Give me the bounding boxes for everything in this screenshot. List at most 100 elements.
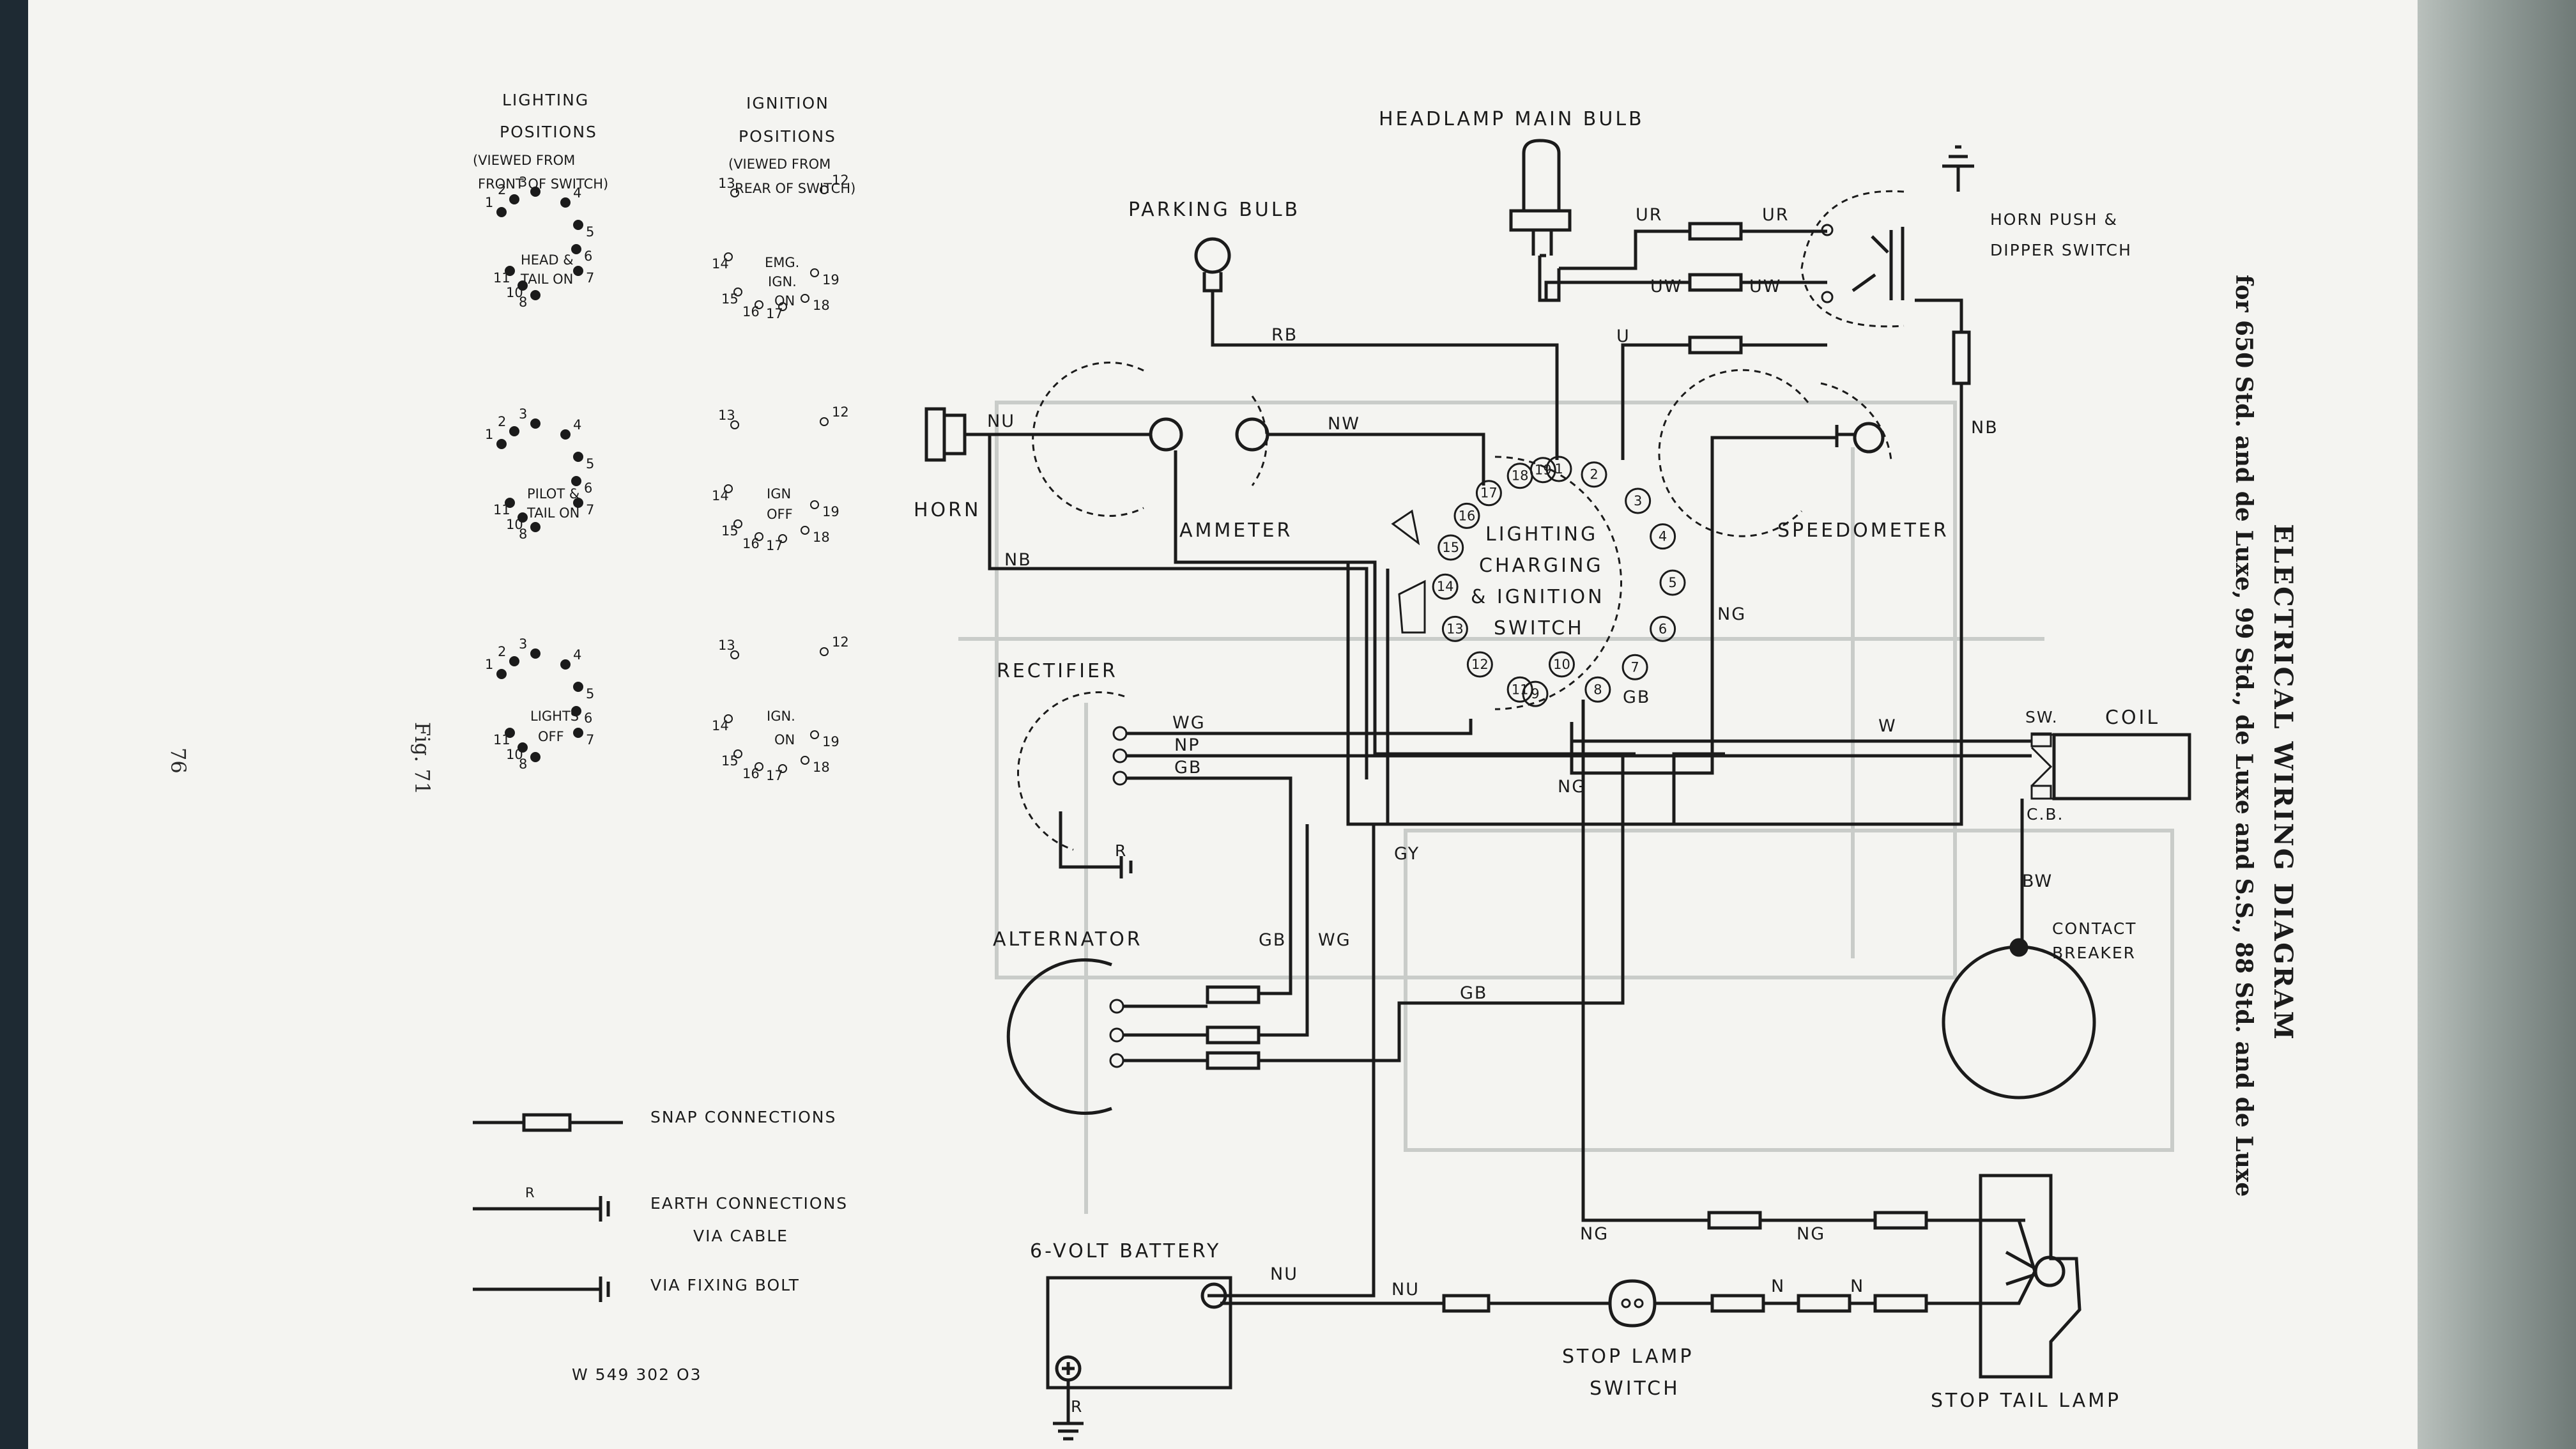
rectifier: RECTIFIER R [997, 660, 1133, 878]
ignition-position-pin-number: 19 [822, 272, 839, 288]
lighting-position-pin-number: 5 [586, 224, 594, 240]
wire-labels: UR UR UW UW U RB NU NW NB NB NG GB NG W … [987, 205, 2051, 1300]
wire-label-nw: NW [1328, 414, 1360, 434]
ignition-position-pin-number: 18 [813, 530, 830, 545]
switch-label-3: & IGNITION [1471, 586, 1605, 608]
lighting-position-pin-number: 11 [493, 502, 510, 518]
lighting-position-pin-number: 10 [506, 747, 523, 762]
lighting-position-pin-number: 2 [498, 414, 506, 429]
wire-label-wg-alt: WG [1318, 930, 1351, 950]
lighting-position-contact [573, 728, 583, 738]
ignition-position-pin-number: 12 [832, 404, 849, 420]
diagram-subtitle: for 650 Std. and de Luxe, 99 Std., de Lu… [2230, 275, 2257, 1197]
wire-label-gb-rect: GB [1174, 758, 1202, 778]
lighting-position-contact [509, 656, 519, 666]
lighting-position-contact [571, 476, 581, 486]
lighting-position-contact [496, 439, 507, 449]
wire-label-u: U [1616, 326, 1630, 346]
battery-label: 6-VOLT BATTERY [1030, 1240, 1221, 1262]
figure-label-block: Fig. 71 [410, 722, 434, 795]
horn-push-dipper-switch: HORN PUSH & DIPPER SWITCH [1800, 145, 2131, 328]
switch-pin-number: 18 [1512, 468, 1529, 484]
wiring [965, 229, 2037, 1305]
ignition-position-pin-number: 17 [766, 538, 783, 553]
ignition-position-pin-number: 17 [766, 306, 783, 321]
wire-label-gb-alt1: GB [1259, 930, 1286, 950]
ignition-position-pin-number: 15 [721, 753, 739, 769]
light-state-off: OFF [538, 729, 564, 744]
switch-pin-circle [1466, 651, 1493, 678]
page-number: 76 [166, 747, 190, 774]
switch-pin-circle [1432, 573, 1459, 600]
switch-pin-number: 13 [1446, 621, 1464, 636]
switch-pin-number: 15 [1442, 540, 1459, 555]
lighting-position-contact [571, 706, 581, 716]
wire-label-w-coil: W [1878, 716, 1897, 736]
ignition-position-pin-number: 17 [766, 768, 783, 783]
lighting-position-pin-number: 11 [493, 270, 510, 286]
ignition-position-contact [724, 714, 733, 723]
switch-pin-number: 10 [1553, 657, 1570, 672]
lighting-position-contact [505, 728, 515, 738]
ignition-position-contact [820, 417, 829, 426]
lighting-position-contact [560, 197, 571, 208]
coil-sw-label: SW. [2025, 708, 2058, 726]
ignition-position-contact [801, 526, 809, 535]
ignition-position-contact [730, 188, 739, 197]
lighting-position-pin-number: 11 [493, 732, 510, 747]
legend-snap: SNAP CONNECTIONS [650, 1108, 836, 1126]
stop-lamp-switch-label-2: SWITCH [1590, 1377, 1680, 1400]
switch-pin-circle [1475, 480, 1502, 507]
parking-bulb-label: PARKING BULB [1128, 199, 1300, 221]
switch-pin-circle [1650, 523, 1676, 550]
contact-breaker-label-2: BREAKER [2052, 944, 2136, 962]
stop-lamp-switch: STOP LAMP SWITCH [1562, 1279, 1692, 1400]
lighting-position-pin-number: 8 [519, 756, 527, 772]
lighting-position-contact [573, 220, 583, 230]
lighting-position-pin-number: 7 [586, 732, 594, 747]
lighting-position-contact [571, 244, 581, 254]
ignition-position-pin-number: 12 [832, 172, 849, 188]
ignition-position-contact [778, 764, 787, 773]
lighting-position-contact [573, 682, 583, 692]
lighting-position-pin-number: 3 [519, 636, 527, 652]
ignition-positions-heading-2: POSITIONS [739, 127, 836, 146]
ignition-position-contact [733, 749, 742, 758]
parking-bulb: PARKING BULB [1128, 199, 1300, 293]
ignition-positions-heading-4: REAR OF SWITCH) [735, 181, 855, 196]
ignition-position-contact [755, 532, 763, 541]
ign-state-on: ON [774, 732, 795, 747]
ign-state-emg-ign: IGN. [768, 274, 797, 289]
ignition-positions-heading-3: (VIEWED FROM [728, 157, 831, 172]
speedometer: SPEEDOMETER [1658, 369, 1947, 542]
lighting-position-contact [518, 512, 528, 523]
lighting-position-contact [530, 187, 540, 197]
light-state-head: HEAD & [521, 252, 574, 268]
ignition-position-contact [724, 484, 733, 493]
ignition-position-contact [778, 534, 787, 543]
ignition-position-pin-number: 13 [718, 176, 735, 191]
lighting-position-contact [496, 669, 507, 679]
lighting-position-pin-number: 10 [506, 285, 523, 300]
switch-pin-circle [1522, 680, 1549, 707]
switch-pin-number: 3 [1634, 493, 1642, 509]
headlamp: HEADLAMP MAIN BULB [1379, 108, 1642, 257]
lighting-position-pin-number: 8 [519, 526, 527, 542]
lighting-positions-heading-1: LIGHTING [502, 91, 589, 109]
wire-label-n1: N [1771, 1276, 1785, 1296]
page-number-block: 76 [166, 747, 190, 774]
switch-pin-circle [1625, 487, 1652, 514]
wire-label-uw1: UW [1650, 277, 1682, 296]
lighting-position-pin-number: 5 [586, 686, 594, 702]
ignition-position-contact [730, 420, 739, 429]
switch-pin-number: 14 [1437, 579, 1454, 594]
ign-state-emg: EMG. [765, 255, 799, 270]
switch-pin-circle [1545, 456, 1572, 482]
ign-state-off: OFF [767, 507, 793, 522]
wire-label-ng-speedo: NG [1717, 604, 1746, 624]
stop-tail-lamp-label: STOP TAIL LAMP [1931, 1390, 2121, 1412]
light-state-pilot-tail: TAIL ON [526, 505, 579, 521]
wire-label-gb-alt2: GB [1460, 983, 1487, 1003]
ignition-coil: COIL SW. C.B. [2025, 707, 2191, 824]
